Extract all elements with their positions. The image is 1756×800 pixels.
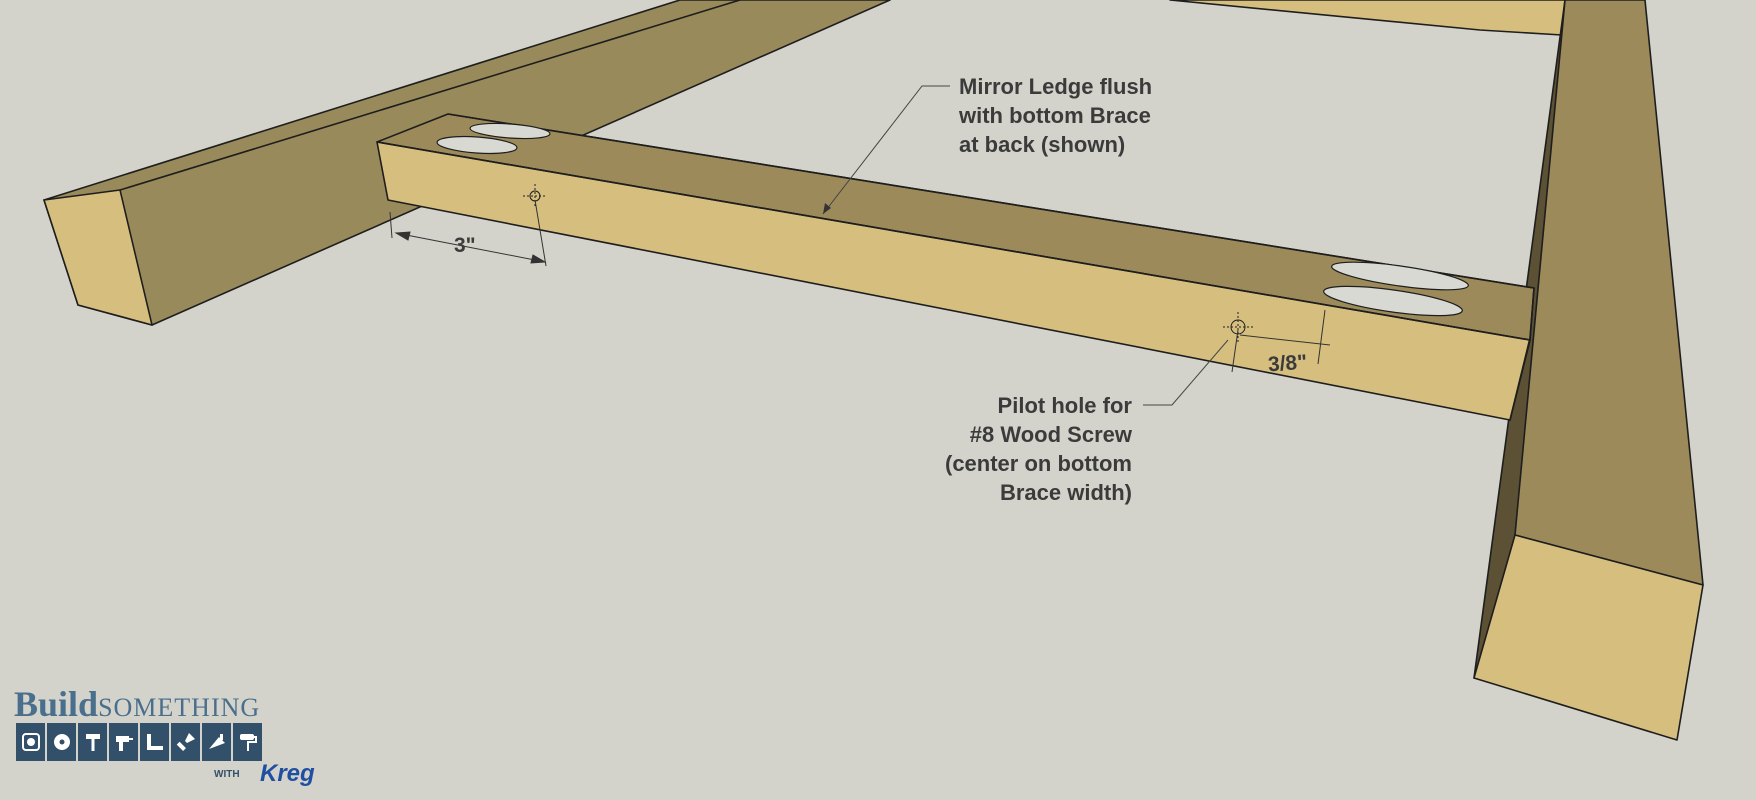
- pilot-hole-callout-line-1: Pilot hole for: [997, 393, 1132, 418]
- right-post-end-grain: [1473, 534, 1704, 741]
- paint-roller-icon: [233, 723, 262, 761]
- pocket-hole-right-2: [1323, 285, 1463, 317]
- paint-brush-icon: [171, 723, 200, 761]
- mirror-ledge-callout: Mirror Ledge flush with bottom Brace at …: [959, 72, 1152, 159]
- square-icon: [140, 723, 169, 761]
- logo-word-build: Build: [14, 684, 99, 724]
- pocket-hole-left-2: [436, 135, 518, 155]
- mirror-ledge-callout-line-3: at back (shown): [959, 132, 1126, 157]
- dimension-3-8in-label: 3/8": [1267, 350, 1308, 377]
- mirror-ledge-callout-line-2: with bottom Brace: [959, 103, 1151, 128]
- ledge-back-edge-line: [447, 113, 1535, 289]
- pilot-hole-marker-right: [1223, 312, 1253, 342]
- dimension-3in-label: 3": [454, 234, 476, 257]
- mirror-ledge: [376, 113, 1535, 421]
- tape-measure-icon: [16, 723, 45, 761]
- dimension-3in: [389, 199, 547, 267]
- pilot-hole-leader: [1143, 339, 1229, 406]
- logo-word-something: SOMETHING: [98, 693, 261, 722]
- top-back-board: [1169, 0, 1566, 36]
- pilot-hole-callout-line-2: #8 Wood Screw: [969, 422, 1132, 447]
- ledge-top-edge-line: [376, 141, 1531, 341]
- left-board-edge-line: [119, 0, 741, 191]
- logo-tool-icons: [16, 723, 262, 761]
- trowel-icon: [202, 723, 231, 761]
- logo-wordmark: BuildSOMETHING: [14, 683, 260, 725]
- pocket-hole-right-1: [1331, 261, 1469, 291]
- mirror-ledge-leader-arrow: [823, 203, 831, 214]
- hammer-icon: [78, 723, 107, 761]
- left-board-end-grain: [43, 189, 153, 326]
- logo-word-with: WITH: [214, 769, 240, 780]
- buildsomething-logo: BuildSOMETHING: [14, 683, 334, 793]
- ledge-end-face: [1509, 287, 1535, 421]
- pilot-hole-callout-line-4: Brace width): [999, 480, 1132, 505]
- saw-blade-icon: [47, 723, 76, 761]
- pilot-hole-callout-line-3: (center on bottom: [945, 451, 1132, 476]
- dimension-3-8in: [1231, 309, 1331, 373]
- drill-icon: [109, 723, 138, 761]
- right-post-front-face: [1514, 0, 1704, 586]
- mirror-ledge-leader: [822, 85, 950, 215]
- logo-word-kreg: Kreg: [260, 760, 315, 787]
- mirror-ledge-callout-line-1: Mirror Ledge flush: [959, 74, 1153, 99]
- pocket-hole-left-1: [469, 122, 551, 140]
- right-post: [1473, 0, 1704, 741]
- pilot-hole-callout: Pilot hole for #8 Wood Screw (center on …: [870, 391, 1132, 507]
